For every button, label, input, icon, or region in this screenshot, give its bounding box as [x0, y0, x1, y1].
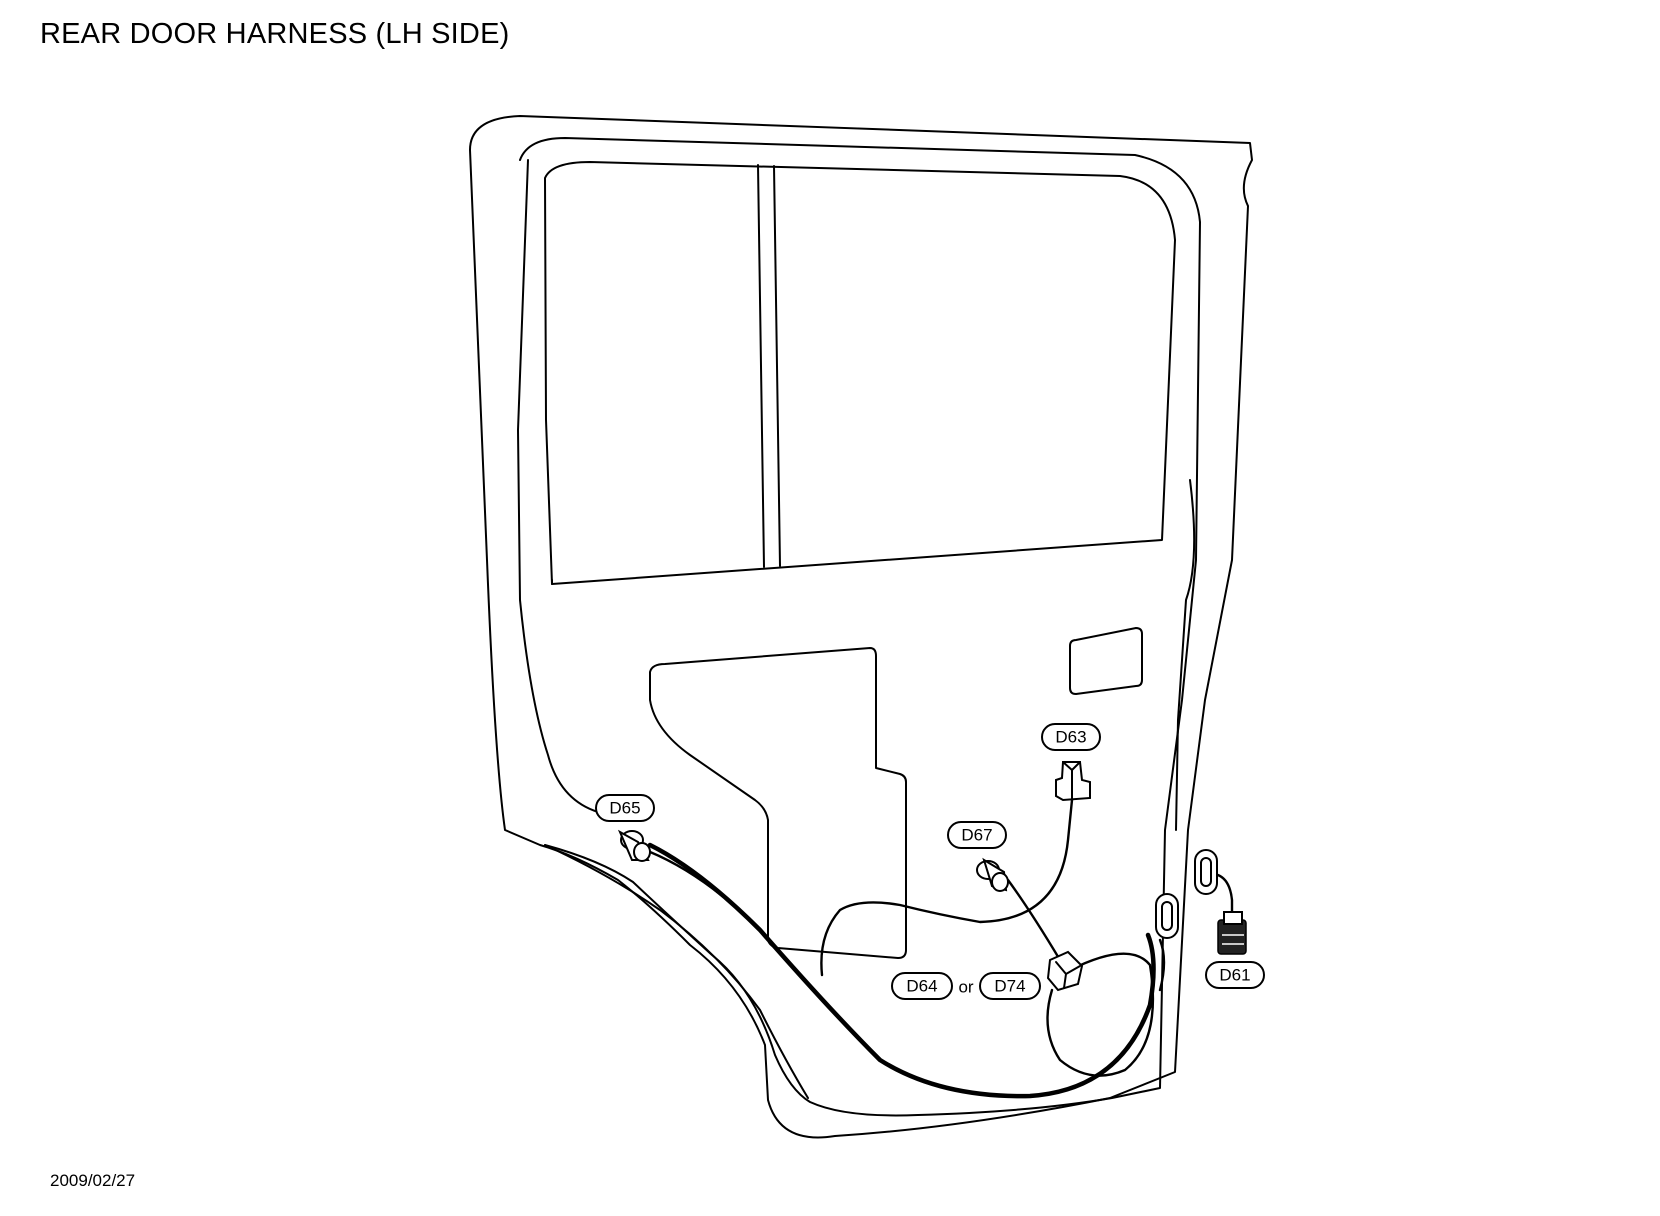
tag-or-label: or	[958, 978, 973, 997]
tag-d63: D63	[1041, 723, 1101, 751]
window-frame	[544, 161, 1176, 585]
connector-d64-d74-junction	[1046, 950, 1084, 992]
tag-d65-label: D65	[609, 799, 640, 818]
tag-d74-label: D74	[994, 977, 1025, 996]
tag-d67: D67	[947, 821, 1007, 849]
tag-d67-label: D67	[961, 826, 992, 845]
door-inner-outline	[519, 137, 1201, 1117]
harness-wire-d61	[1216, 873, 1234, 922]
harness-wire-grommet	[1158, 938, 1166, 992]
window-division-bar	[757, 164, 781, 568]
handle-cutout	[1069, 627, 1143, 695]
harness-wire-d67	[1006, 878, 1062, 962]
tag-d61: D61	[1205, 961, 1265, 989]
grommet-upper	[1194, 849, 1218, 895]
door-bottom-contour-2	[517, 159, 599, 813]
connector-d63-plug	[1055, 761, 1091, 802]
tag-d65: D65	[595, 794, 655, 822]
tag-d64-label: D64	[906, 977, 937, 996]
tag-d74: D74	[979, 972, 1041, 1000]
door-outer-outline	[469, 115, 1253, 1139]
diagram-title: REAR DOOR HARNESS (LH SIDE)	[40, 18, 510, 50]
door-side-contour	[1175, 479, 1196, 831]
harness-wire-d63	[820, 798, 1074, 977]
tag-d64: D64	[891, 972, 953, 1000]
grommet-lower	[1155, 893, 1179, 939]
diagram-date: 2009/02/27	[50, 1171, 136, 1190]
harness-wire-loop	[1046, 952, 1155, 1077]
connector-d67-plug	[976, 857, 1009, 892]
connector-d65-plug	[617, 829, 651, 862]
tag-d63-label: D63	[1055, 728, 1086, 747]
tag-d61-label: D61	[1219, 966, 1250, 985]
trim-cutout	[649, 647, 907, 959]
door-bottom-contour-1	[544, 844, 809, 1099]
connector-d61-plug	[1217, 911, 1247, 955]
harness-wire-d65	[638, 846, 762, 932]
